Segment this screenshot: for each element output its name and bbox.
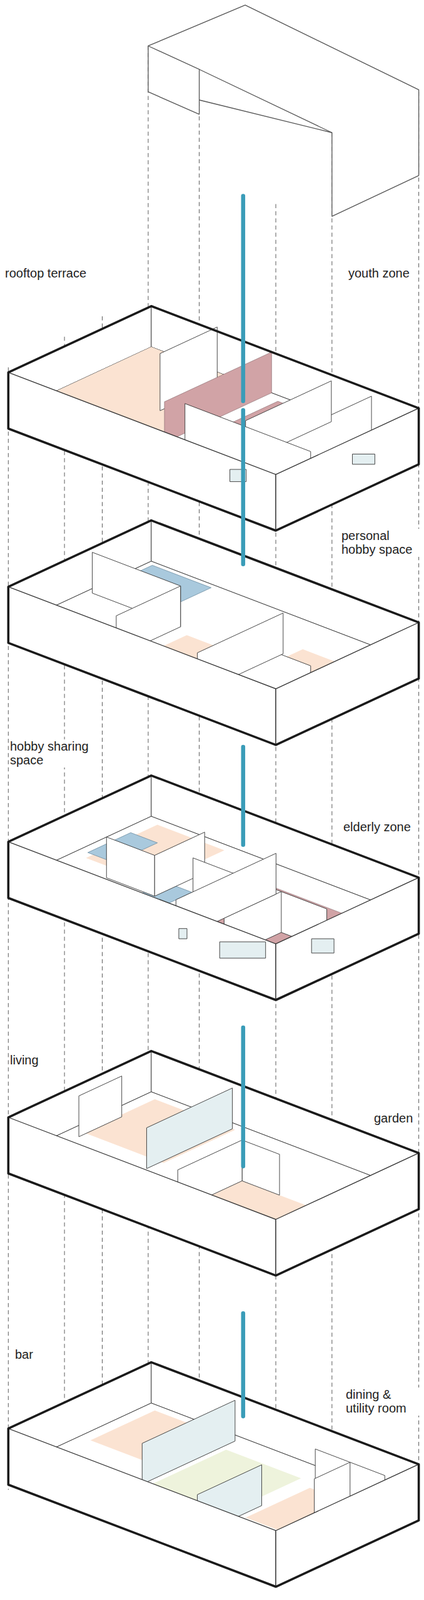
floor-living <box>8 1051 419 1277</box>
roof-outline <box>148 5 419 217</box>
floor-rooftop <box>8 306 419 531</box>
floor-label: hobby sharing space <box>8 739 99 768</box>
floor-label: living <box>8 1053 41 1068</box>
floor-walls <box>8 1051 419 1277</box>
floor-label: dining & utility room <box>344 1388 421 1417</box>
floor-label: elderly zone <box>342 820 413 835</box>
floor-walls <box>8 306 419 531</box>
floor-walls <box>8 776 419 1001</box>
floor-label: bar <box>13 1348 35 1363</box>
floor-label: youth zone <box>347 266 411 281</box>
floor-label: rooftop terrace <box>3 266 88 281</box>
floor-elderly <box>8 776 419 1001</box>
floor-label: personal hobby space <box>340 529 421 558</box>
floor-label: garden <box>372 1111 414 1126</box>
vertical-core <box>241 195 246 1418</box>
